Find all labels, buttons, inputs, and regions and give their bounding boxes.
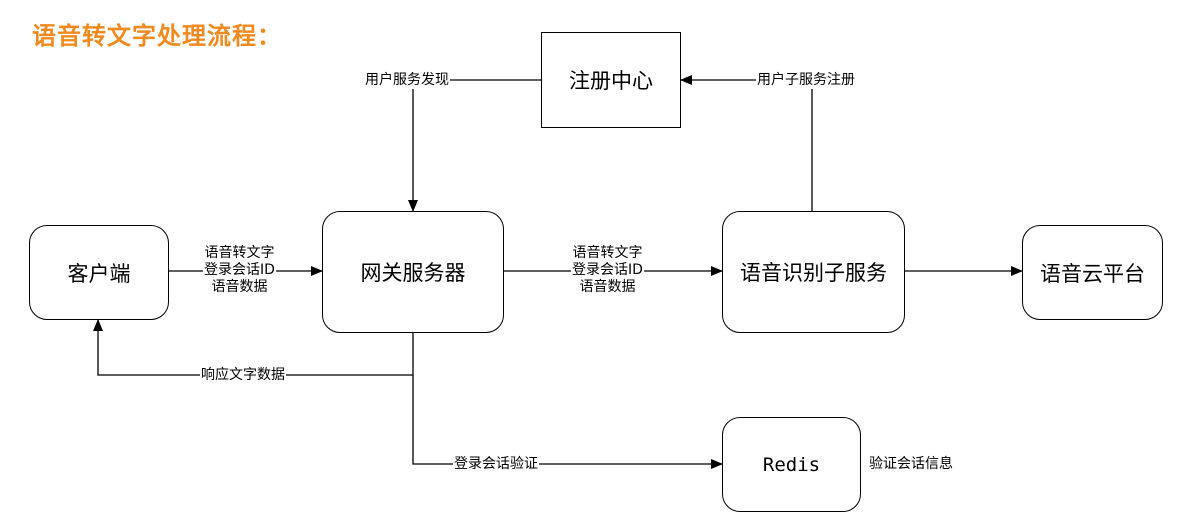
- edge-label-line: 登录会话ID: [204, 262, 275, 278]
- edge-label-response: 响应文字数据: [200, 367, 286, 384]
- edge-label-line: 登录会话ID: [572, 262, 643, 278]
- asr-label: 语音识别子服务: [740, 261, 887, 285]
- cloud-node: 语音云平台: [1022, 225, 1163, 320]
- edge-label-discovery: 用户服务发现: [364, 72, 450, 89]
- edge-label-register: 用户子服务注册: [756, 72, 856, 89]
- edge-label-client-gateway: 语音转文字 登录会话ID 语音数据: [203, 245, 276, 296]
- edge-session-verify: [412, 375, 723, 469]
- cloud-label: 语音云平台: [1040, 261, 1145, 286]
- edge-discovery: [408, 79, 541, 212]
- edge-label-line: 语音数据: [579, 279, 636, 295]
- edge-register: [680, 75, 813, 211]
- client-label: 客户端: [67, 261, 131, 286]
- gateway-label: 网关服务器: [360, 261, 466, 285]
- asr-node: 语音识别子服务: [722, 211, 905, 333]
- registry-label: 注册中心: [569, 69, 653, 93]
- edge-label-line: 语音数据: [211, 279, 268, 295]
- edge-label-line: 语音转文字: [204, 245, 275, 261]
- redis-note: 验证会话信息: [868, 456, 954, 473]
- redis-node: Redis: [722, 417, 861, 512]
- edge-label-line: 语音转文字: [572, 245, 643, 261]
- diagram-title: 语音转文字处理流程：: [32, 22, 282, 50]
- edge-label-gateway-asr: 语音转文字 登录会话ID 语音数据: [571, 245, 644, 296]
- redis-label: Redis: [762, 453, 821, 476]
- client-node: 客户端: [29, 225, 169, 320]
- gateway-node: 网关服务器: [322, 211, 504, 333]
- registry-node: 注册中心: [541, 32, 681, 128]
- edge-label-session-verify: 登录会话验证: [453, 456, 539, 473]
